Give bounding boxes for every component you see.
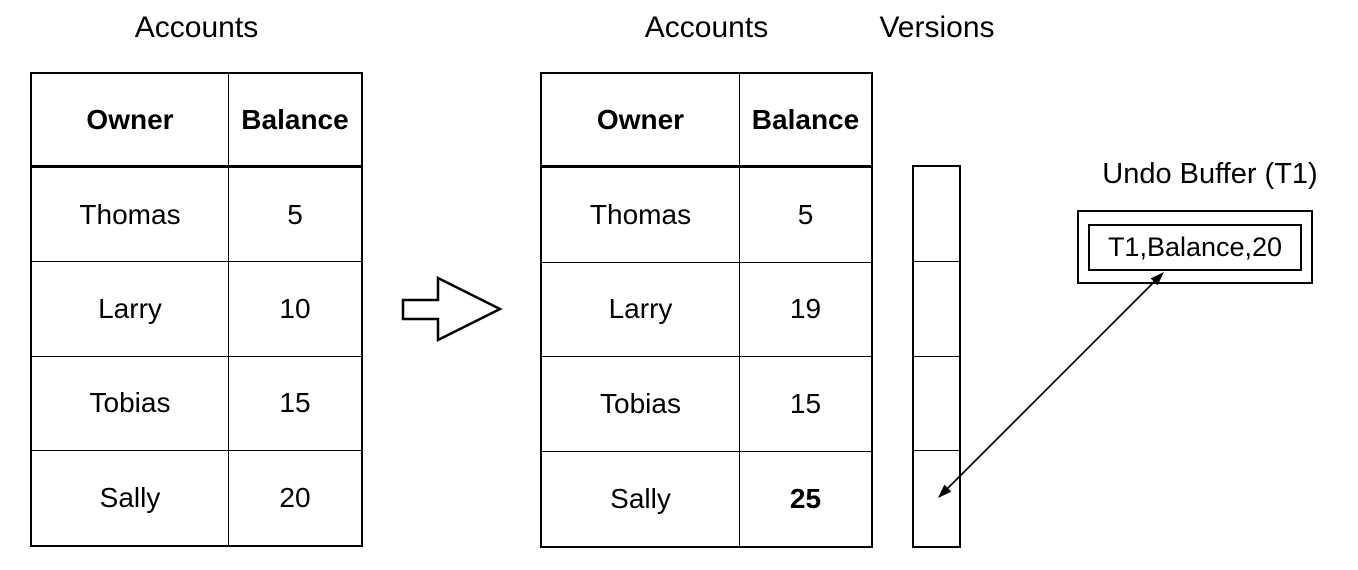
after-cell-balance: 19 (740, 263, 871, 358)
before-cell-balance: 20 (279, 481, 311, 513)
version-cell (914, 167, 959, 262)
before-cell-owner: Tobias (32, 356, 229, 451)
undo-pointer-arrow (938, 272, 1164, 498)
undo-buffer-title: Undo Buffer (T1) (1102, 158, 1318, 190)
after-cell-balance: 5 (740, 168, 871, 263)
version-cell (914, 357, 959, 452)
versions-column (912, 165, 961, 548)
before-cell-owner: Thomas (32, 168, 229, 263)
before-cell-balance: 10 (229, 262, 361, 357)
before-header-balance: Balance (229, 74, 361, 169)
after-cell-owner: Thomas (542, 168, 740, 263)
accounts-table-before: Owner Balance Thomas 5 Larry 10 Tobias 1… (30, 72, 363, 547)
version-cell-target (914, 451, 959, 546)
after-table-title: Accounts (644, 11, 769, 44)
before-header-owner: Owner (32, 74, 229, 169)
transition-arrow (401, 275, 503, 343)
after-cell-balance-updated: 25 (789, 482, 822, 514)
after-header-balance: Balance (740, 74, 871, 169)
undo-buffer-entry: T1,Balance,20 (1088, 223, 1302, 271)
before-cell-owner: Larry (32, 262, 229, 357)
undo-buffer-box: T1,Balance,20 (1077, 210, 1313, 284)
before-cell-balance: 5 (229, 168, 361, 263)
before-cell-balance: 15 (229, 357, 361, 451)
after-cell-owner: Tobias (542, 357, 740, 452)
accounts-table-after: Owner Balance Thomas 5 Larry 19 Tobias 1… (540, 72, 873, 548)
after-cell-owner: Sally (542, 451, 740, 546)
before-table-title: Accounts (134, 11, 259, 44)
version-cell (914, 262, 959, 357)
after-header-owner: Owner (542, 74, 740, 169)
before-cell-owner: Sally (32, 450, 229, 545)
after-cell-balance: 15 (740, 357, 871, 452)
versions-title: Versions (879, 11, 995, 44)
after-cell-owner: Larry (542, 262, 740, 358)
